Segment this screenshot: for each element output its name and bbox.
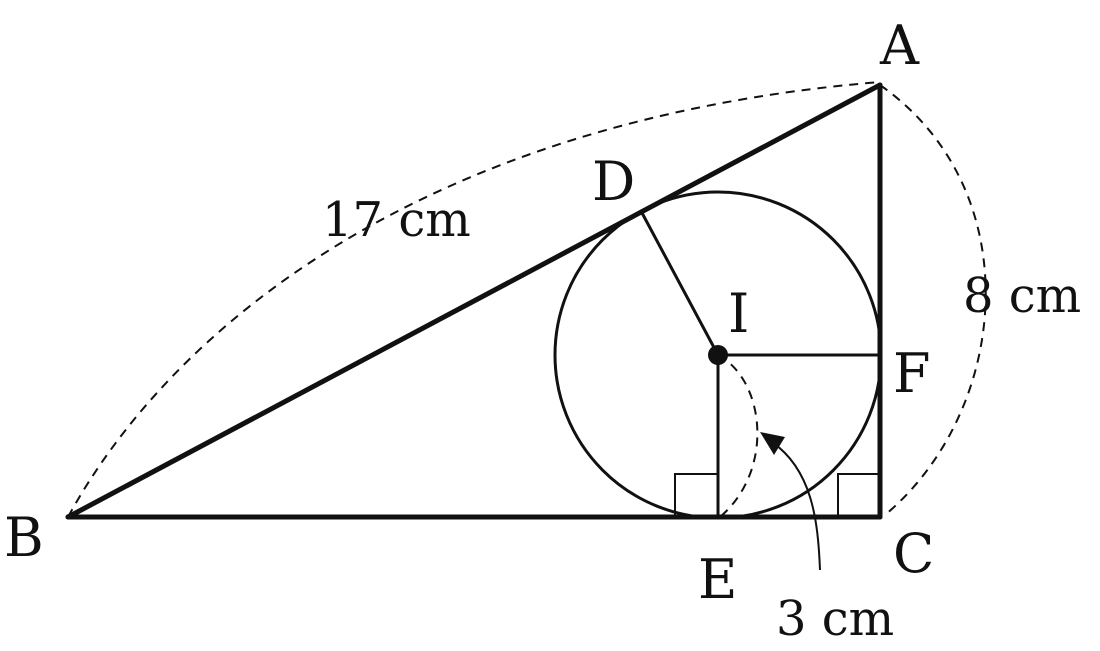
label-e: E: [698, 548, 737, 611]
dimension-arc-ac: [879, 84, 987, 516]
radius-label: 3 cm: [776, 591, 894, 647]
incenter-point: [708, 345, 728, 365]
right-angle-mark-c: [837, 473, 880, 517]
dimension-arc-ab: [67, 81, 881, 518]
radius-label-arrow: [771, 441, 821, 571]
radius-id: [639, 210, 720, 356]
length-label-ac: 8 cm: [963, 268, 1081, 324]
arrowhead: [760, 432, 785, 455]
label-d: D: [592, 150, 635, 213]
label-i: I: [728, 282, 749, 345]
label-c: C: [893, 522, 934, 585]
label-f: F: [893, 342, 930, 405]
label-b: B: [4, 506, 44, 569]
dimension-arc-radius: [717, 354, 759, 518]
side-ab: [65, 82, 883, 520]
right-angle-mark-e: [674, 473, 718, 517]
label-a: A: [879, 14, 920, 77]
length-label-ab: 17 cm: [322, 192, 471, 248]
